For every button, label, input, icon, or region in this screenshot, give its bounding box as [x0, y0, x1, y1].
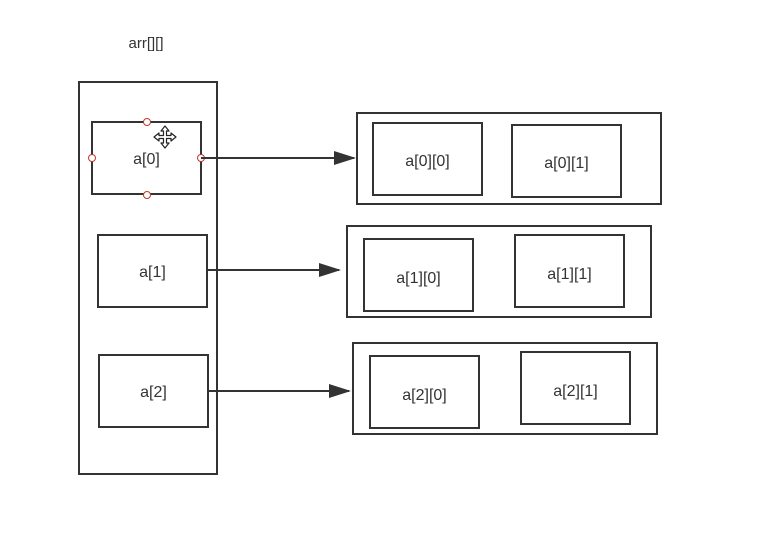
selection-handle-top[interactable] — [143, 118, 151, 126]
inner-cell-2-1[interactable] — [520, 351, 631, 425]
inner-row-0-container[interactable] — [356, 112, 662, 205]
inner-row-1-container[interactable] — [346, 225, 652, 318]
inner-row-2-container[interactable] — [352, 342, 658, 435]
inner-cell-1-1-label: a[1][1] — [547, 266, 591, 283]
outer-cell-0-label: a[0] — [133, 151, 160, 168]
inner-cell-2-0-label: a[2][0] — [402, 387, 446, 404]
outer-cell-2[interactable]: a[2] — [98, 354, 209, 428]
inner-cell-1-1[interactable] — [514, 234, 625, 308]
inner-cell-2-0[interactable] — [369, 355, 480, 429]
inner-cell-0-1-label: a[0][1] — [544, 155, 588, 172]
diagram-title: arr[][] — [128, 35, 163, 52]
inner-cell-0-0-label: a[0][0] — [405, 153, 449, 170]
outer-cell-1-label: a[1] — [139, 264, 166, 281]
inner-row-2[interactable]: a[2][0] a[2][1] — [352, 342, 658, 435]
move-cursor-icon — [153, 125, 177, 149]
inner-cell-1-0-label: a[1][0] — [396, 270, 440, 287]
inner-row-1[interactable]: a[1][0] a[1][1] — [346, 225, 652, 318]
inner-cell-1-0[interactable] — [363, 238, 474, 312]
inner-cell-2-1-label: a[2][1] — [553, 383, 597, 400]
inner-cell-0-0[interactable] — [372, 122, 483, 196]
selection-handle-left[interactable] — [88, 154, 96, 162]
outer-array-container — [78, 81, 218, 475]
inner-row-0[interactable]: a[0][0] a[0][1] — [356, 112, 662, 205]
outer-cell-1[interactable]: a[1] — [97, 234, 208, 308]
outer-cell-0[interactable]: a[0] — [88, 118, 205, 199]
inner-cell-0-1[interactable] — [511, 124, 622, 198]
selection-handle-bottom[interactable] — [143, 191, 151, 199]
outer-cell-2-label: a[2] — [140, 384, 167, 401]
